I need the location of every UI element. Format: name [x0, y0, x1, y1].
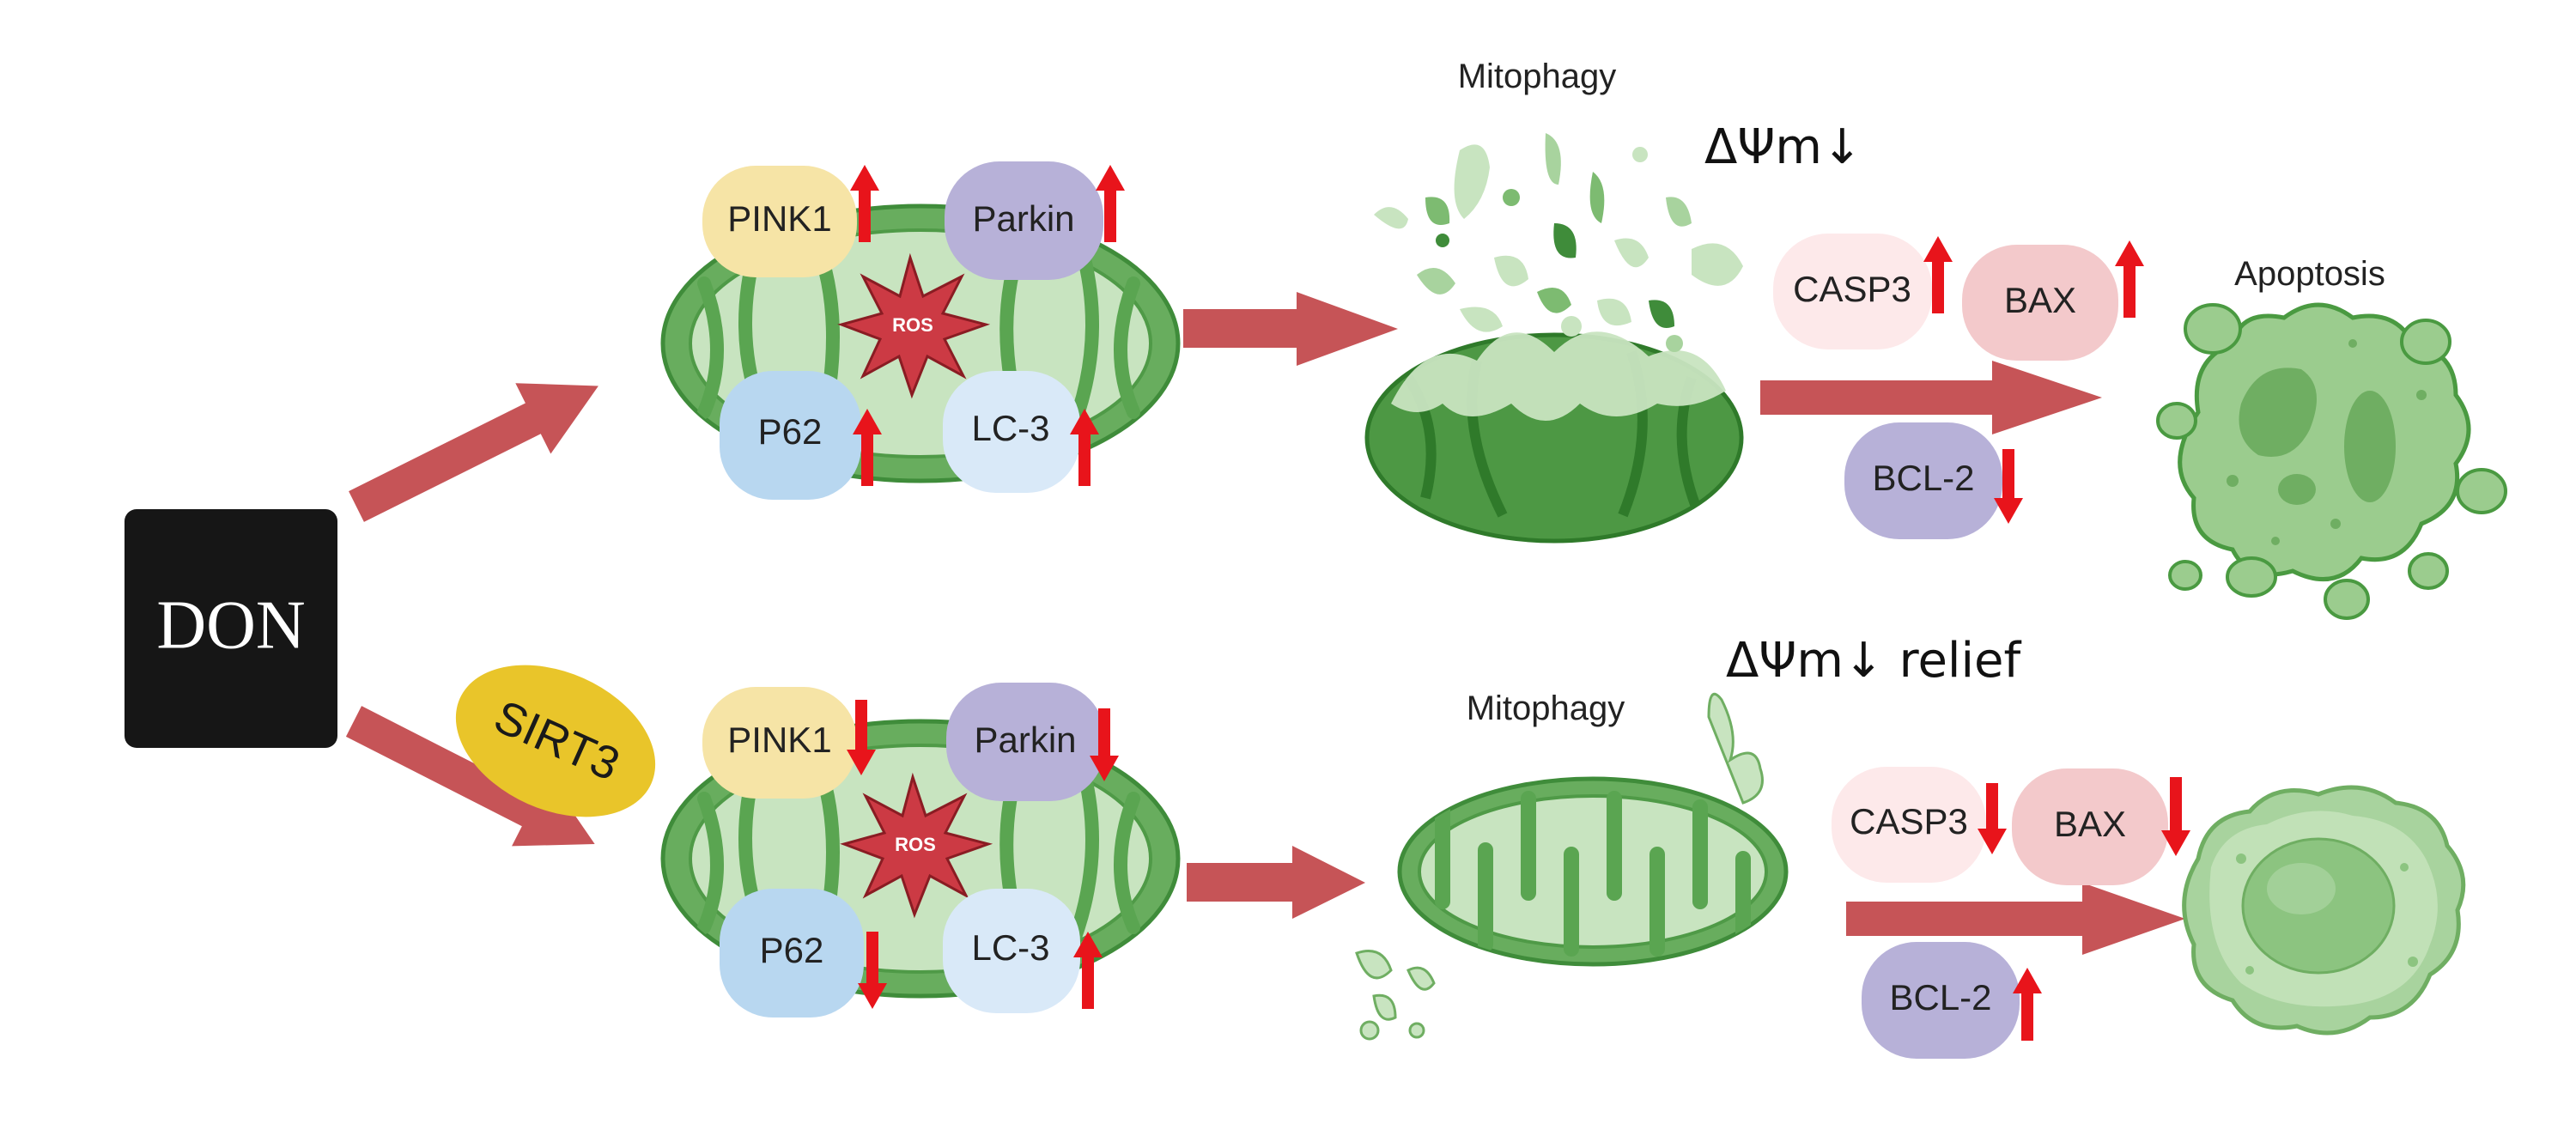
arrow-don-to-top-mito [349, 383, 598, 522]
apoptosis-title: Apoptosis [2234, 255, 2385, 293]
bottom-casp3-label: CASP3 [1850, 801, 1968, 841]
sirt3-badge: SIRT3 [455, 665, 656, 817]
top-casp3-pill: CASP3 [1773, 234, 1932, 349]
fragments-cloud [1374, 133, 1743, 352]
bottom-ros-burst: ROS [840, 772, 993, 919]
top-pink1-up-arrow [850, 165, 879, 242]
fragmented-mitochondrion [1364, 133, 1744, 544]
top-bax-label: BAX [2004, 280, 2076, 320]
don-label: DON [156, 587, 305, 663]
top-p62-up-arrow [853, 409, 882, 486]
top-ros-burst: ROS [837, 252, 991, 399]
bottom-bax-label: BAX [2054, 804, 2126, 844]
arrow-to-healthy-cell [1846, 883, 2185, 955]
top-bcl2-pill: BCL-2 [1844, 422, 2002, 539]
top-parkin-up-arrow [1096, 165, 1125, 242]
top-lc3-label: LC-3 [971, 408, 1049, 448]
top-casp3-up-arrow [1923, 236, 1953, 313]
bottom-p62-label: P62 [760, 930, 824, 970]
top-pink1-pill: PINK1 [702, 166, 857, 277]
bottom-bax-pill: BAX [2012, 768, 2168, 885]
bottom-pink1-label: PINK1 [727, 720, 831, 760]
bottom-p62-pill: P62 [720, 889, 864, 1017]
top-bcl2-down-arrow [1994, 449, 2023, 524]
top-p62-pill: P62 [720, 371, 861, 500]
bottom-bax-down-arrow [2161, 777, 2190, 856]
top-parkin-pill: Parkin [945, 161, 1103, 280]
top-lc3-pill: LC-3 [943, 371, 1080, 493]
top-parkin-label: Parkin [972, 198, 1074, 239]
bottom-parkin-label: Parkin [974, 720, 1076, 760]
bottom-mitochondrion: ROS PINK1 Parkin P62 LC-3 [660, 683, 1181, 1017]
bottom-bcl2-up-arrow [2013, 968, 2042, 1041]
bottom-bcl2-pill: BCL-2 [1862, 942, 2020, 1059]
bottom-casp3-down-arrow [1978, 783, 2007, 854]
top-bax-up-arrow [2115, 240, 2144, 318]
top-mitophagy-title: Mitophagy [1458, 58, 1617, 95]
bottom-pink1-down-arrow [847, 700, 876, 775]
arrow-to-apoptosis [1760, 361, 2102, 434]
bottom-mitophagy-title: Mitophagy [1467, 689, 1625, 727]
bottom-casp3-pill: CASP3 [1832, 767, 1986, 883]
top-lc3-up-arrow [1070, 409, 1099, 486]
flow-arrows [345, 292, 2185, 955]
top-bcl2-label: BCL-2 [1872, 458, 1974, 498]
bottom-membrane-potential: ΔΨm↓ relief [1726, 633, 2021, 689]
bottom-bcl2-label: BCL-2 [1889, 977, 1991, 1017]
arrow-bottom-mito-to-mitophagy [1187, 846, 1365, 919]
arrow-top-mito-to-mitophagy [1183, 292, 1398, 366]
don-box: DON [125, 509, 337, 748]
top-p62-label: P62 [758, 411, 823, 452]
healthy-fragments [1355, 950, 1436, 1041]
bottom-p62-down-arrow [858, 932, 887, 1009]
healthy-cell [2182, 785, 2466, 1036]
bottom-ros-label: ROS [895, 834, 936, 855]
bottom-parkin-down-arrow [1090, 708, 1119, 781]
bottom-lc3-up-arrow [1073, 932, 1103, 1009]
top-casp3-label: CASP3 [1793, 269, 1911, 309]
top-mitochondrion: ROS PINK1 Parkin P62 LC-3 [660, 161, 1181, 500]
healthy-mitochondrion [1355, 692, 1789, 1041]
bottom-lc3-pill: LC-3 [943, 889, 1080, 1013]
top-pink1-label: PINK1 [727, 198, 831, 239]
bottom-parkin-pill: Parkin [946, 683, 1105, 801]
bottom-pink1-pill: PINK1 [702, 687, 857, 799]
top-ros-label: ROS [892, 314, 933, 336]
top-membrane-potential: ΔΨm↓ [1704, 119, 1862, 175]
bottom-lc3-label: LC-3 [971, 927, 1049, 968]
arrow-don-to-bottom-mito [345, 706, 595, 847]
apoptotic-cell [2156, 302, 2507, 620]
top-bax-pill: BAX [1962, 245, 2118, 361]
